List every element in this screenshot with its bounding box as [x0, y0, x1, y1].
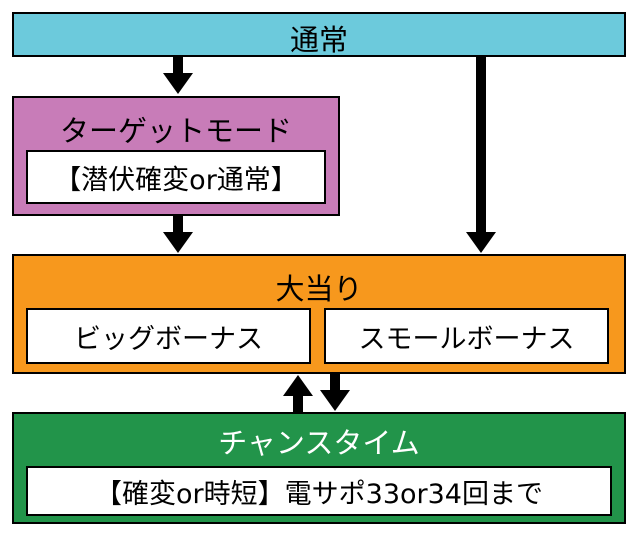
big-bonus-box: ビッグボーナス — [26, 308, 311, 364]
arrow-jackpot-to-chance — [320, 374, 350, 411]
normal-state-box: 通常 — [12, 12, 626, 57]
target-mode-box: ターゲットモード 【潜伏確変or通常】 — [12, 96, 340, 216]
target-mode-detail: 【潜伏確変or通常】 — [26, 150, 326, 204]
target-mode-title: ターゲットモード — [59, 114, 292, 148]
arrow-chance-to-jackpot — [283, 375, 313, 412]
arrow-normal-to-target — [163, 57, 193, 94]
arrow-target-to-jackpot — [163, 216, 193, 253]
chance-time-detail: 【確変or時短】電サポ33or34回まで — [26, 466, 612, 516]
chance-time-title: チャンスタイム — [218, 426, 420, 460]
normal-state-title: 通常 — [289, 23, 348, 57]
jackpot-title: 大当り — [275, 272, 363, 306]
chance-time-box: チャンスタイム 【確変or時短】電サポ33or34回まで — [12, 412, 626, 524]
small-bonus-box: スモールボーナス — [324, 308, 609, 364]
jackpot-box: 大当り ビッグボーナス スモールボーナス — [12, 254, 626, 374]
arrow-normal-to-jackpot — [466, 57, 496, 253]
